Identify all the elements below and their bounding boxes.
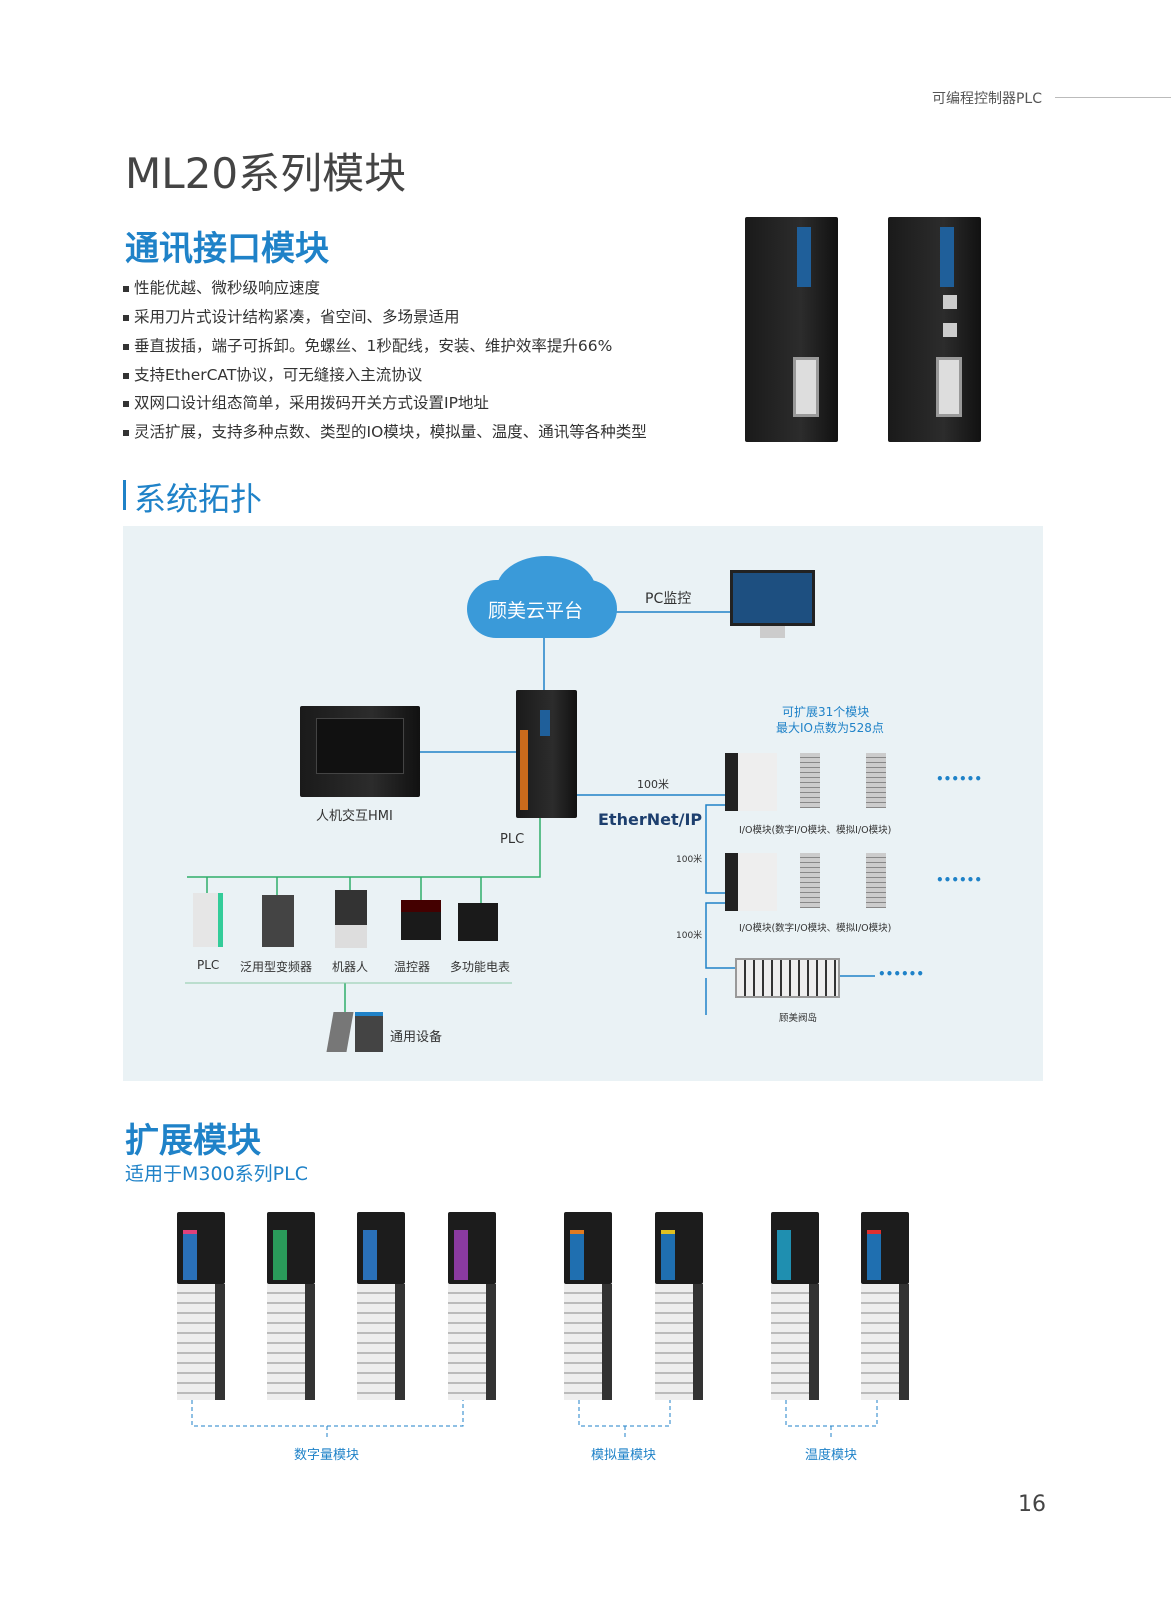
header-divider (1055, 97, 1171, 98)
device-label: 温控器 (394, 960, 431, 974)
cloud-icon-top (496, 556, 596, 626)
more-ellipsis: •••••• (936, 772, 983, 786)
io-module-image (725, 853, 777, 911)
device-label: 泛用型变频器 (240, 960, 313, 974)
io-slice-image (800, 753, 820, 808)
hmi-label: 人机交互HMI (316, 809, 393, 824)
hmi-image (300, 706, 420, 797)
robot-image (335, 890, 367, 948)
more-ellipsis: •••••• (878, 967, 925, 981)
comm-module-image-1 (745, 217, 838, 442)
bullet: 灵活扩展，支持多种点数、类型的IO模块，模拟量、温度、通讯等各种类型 (123, 420, 647, 442)
distance-label: 100米 (637, 778, 669, 791)
inverter-image (262, 895, 294, 947)
bullet: 垂直拔插，端子可拆卸。免螺丝、1秒配线，安装、维护效率提升66% (123, 334, 612, 356)
io-module-label: I/O模块(数字I/O模块、模拟I/O模块) (739, 825, 892, 836)
distance-label: 100米 (676, 931, 703, 941)
comm-module-image-2 (888, 217, 981, 442)
expansion-module-image (861, 1212, 909, 1400)
page-number: 16 (1018, 1492, 1046, 1517)
monitor-stand (760, 626, 785, 638)
bullet: 双网口设计组态简单，采用拨码开关方式设置IP地址 (123, 391, 489, 413)
header-category: 可编程控制器PLC (931, 91, 1042, 107)
section-heading-expansion: 扩展模块 (125, 1121, 261, 1161)
more-ellipsis: •••••• (936, 873, 983, 887)
bullet: 采用刀片式设计结构紧凑，省空间、多场景适用 (123, 305, 460, 327)
temperature-controller-image (401, 900, 441, 940)
expansion-module-image (267, 1212, 315, 1400)
expand-note-1: 可扩展31个模块 (782, 705, 870, 719)
device-label: 多功能电表 (450, 960, 511, 974)
general-device-label: 通用设备 (390, 1030, 443, 1045)
cloud-platform-label: 顾美云平台 (488, 600, 584, 622)
power-meter-image (458, 903, 498, 941)
io-slice-image (866, 753, 886, 808)
valve-island-image (735, 958, 840, 998)
group-label-temperature: 温度模块 (805, 1448, 858, 1463)
plc-image (516, 690, 577, 818)
expansion-module-image (771, 1212, 819, 1400)
device-label: 机器人 (332, 960, 369, 974)
io-module-image (725, 753, 777, 811)
reader-image (355, 1012, 383, 1052)
heading-bar (123, 480, 126, 510)
expansion-module-image (357, 1212, 405, 1400)
expansion-subtitle: 适用于M300系列PLC (125, 1163, 308, 1185)
io-module-label: I/O模块(数字I/O模块、模拟I/O模块) (739, 923, 892, 934)
group-label-analog: 模拟量模块 (591, 1448, 657, 1463)
device-label: PLC (197, 958, 220, 972)
distance-label: 100米 (676, 855, 703, 865)
expansion-module-image (177, 1212, 225, 1400)
pc-monitor-label: PC监控 (645, 591, 692, 607)
section-heading-topology: 系统拓扑 (134, 480, 263, 518)
plc-label: PLC (500, 832, 525, 847)
bullet: 性能优越、微秒级响应速度 (123, 276, 320, 298)
plc-device-image (193, 893, 223, 947)
expansion-module-image (655, 1212, 703, 1400)
section-heading-comm: 通讯接口模块 (125, 229, 329, 269)
monitor-icon (730, 570, 815, 626)
page-title: ML20系列模块 (125, 149, 407, 198)
expansion-module-image (448, 1212, 496, 1400)
expand-note-2: 最大IO点数为528点 (776, 721, 884, 735)
expansion-module-image (564, 1212, 612, 1400)
bullet: 支持EtherCAT协议，可无缝接入主流协议 (123, 363, 422, 385)
valve-island-label: 顾美阀岛 (779, 1013, 818, 1024)
io-slice-image (866, 853, 886, 908)
group-label-digital: 数字量模块 (294, 1448, 360, 1463)
io-slice-image (800, 853, 820, 908)
ethernet-ip-logo: EtherNet/IP (598, 810, 703, 829)
